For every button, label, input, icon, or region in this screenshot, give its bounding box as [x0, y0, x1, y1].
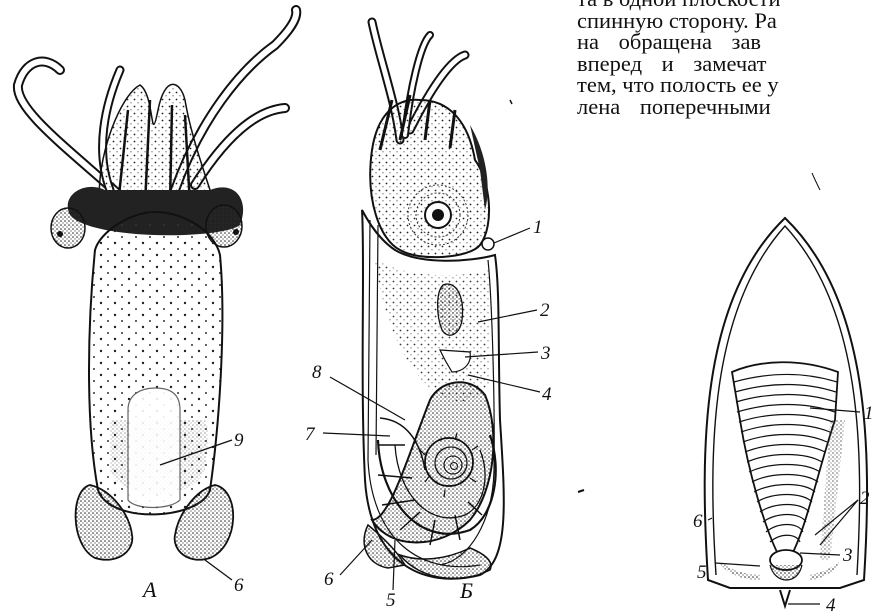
label-c-2: 2	[860, 488, 870, 509]
label-b-2: 2	[540, 300, 550, 321]
label-b-6: 6	[324, 569, 334, 590]
figure-b-spirula: 1 2 3 4 8 7 6 5 Б	[305, 22, 552, 611]
label-c-5: 5	[697, 562, 707, 583]
caption-a: А	[141, 577, 157, 602]
label-c-1: 1	[864, 403, 874, 424]
figure-a-squid: 9 6 А	[18, 10, 296, 602]
label-c-3: 3	[842, 545, 853, 566]
label-b-8: 8	[312, 362, 322, 383]
label-b-3: 3	[540, 343, 551, 364]
label-b-4: 4	[542, 384, 552, 405]
label-b-1: 1	[533, 217, 543, 238]
label-b-5: 5	[386, 590, 396, 611]
label-c-4: 4	[826, 595, 836, 613]
label-a-6: 6	[234, 575, 244, 596]
caption-b: Б	[459, 578, 473, 603]
label-a-9: 9	[234, 430, 244, 451]
figure-c-cuttlebone: 1 2 3 6 5 4	[693, 218, 874, 613]
label-c-6: 6	[693, 511, 703, 532]
label-b-7: 7	[305, 424, 316, 445]
